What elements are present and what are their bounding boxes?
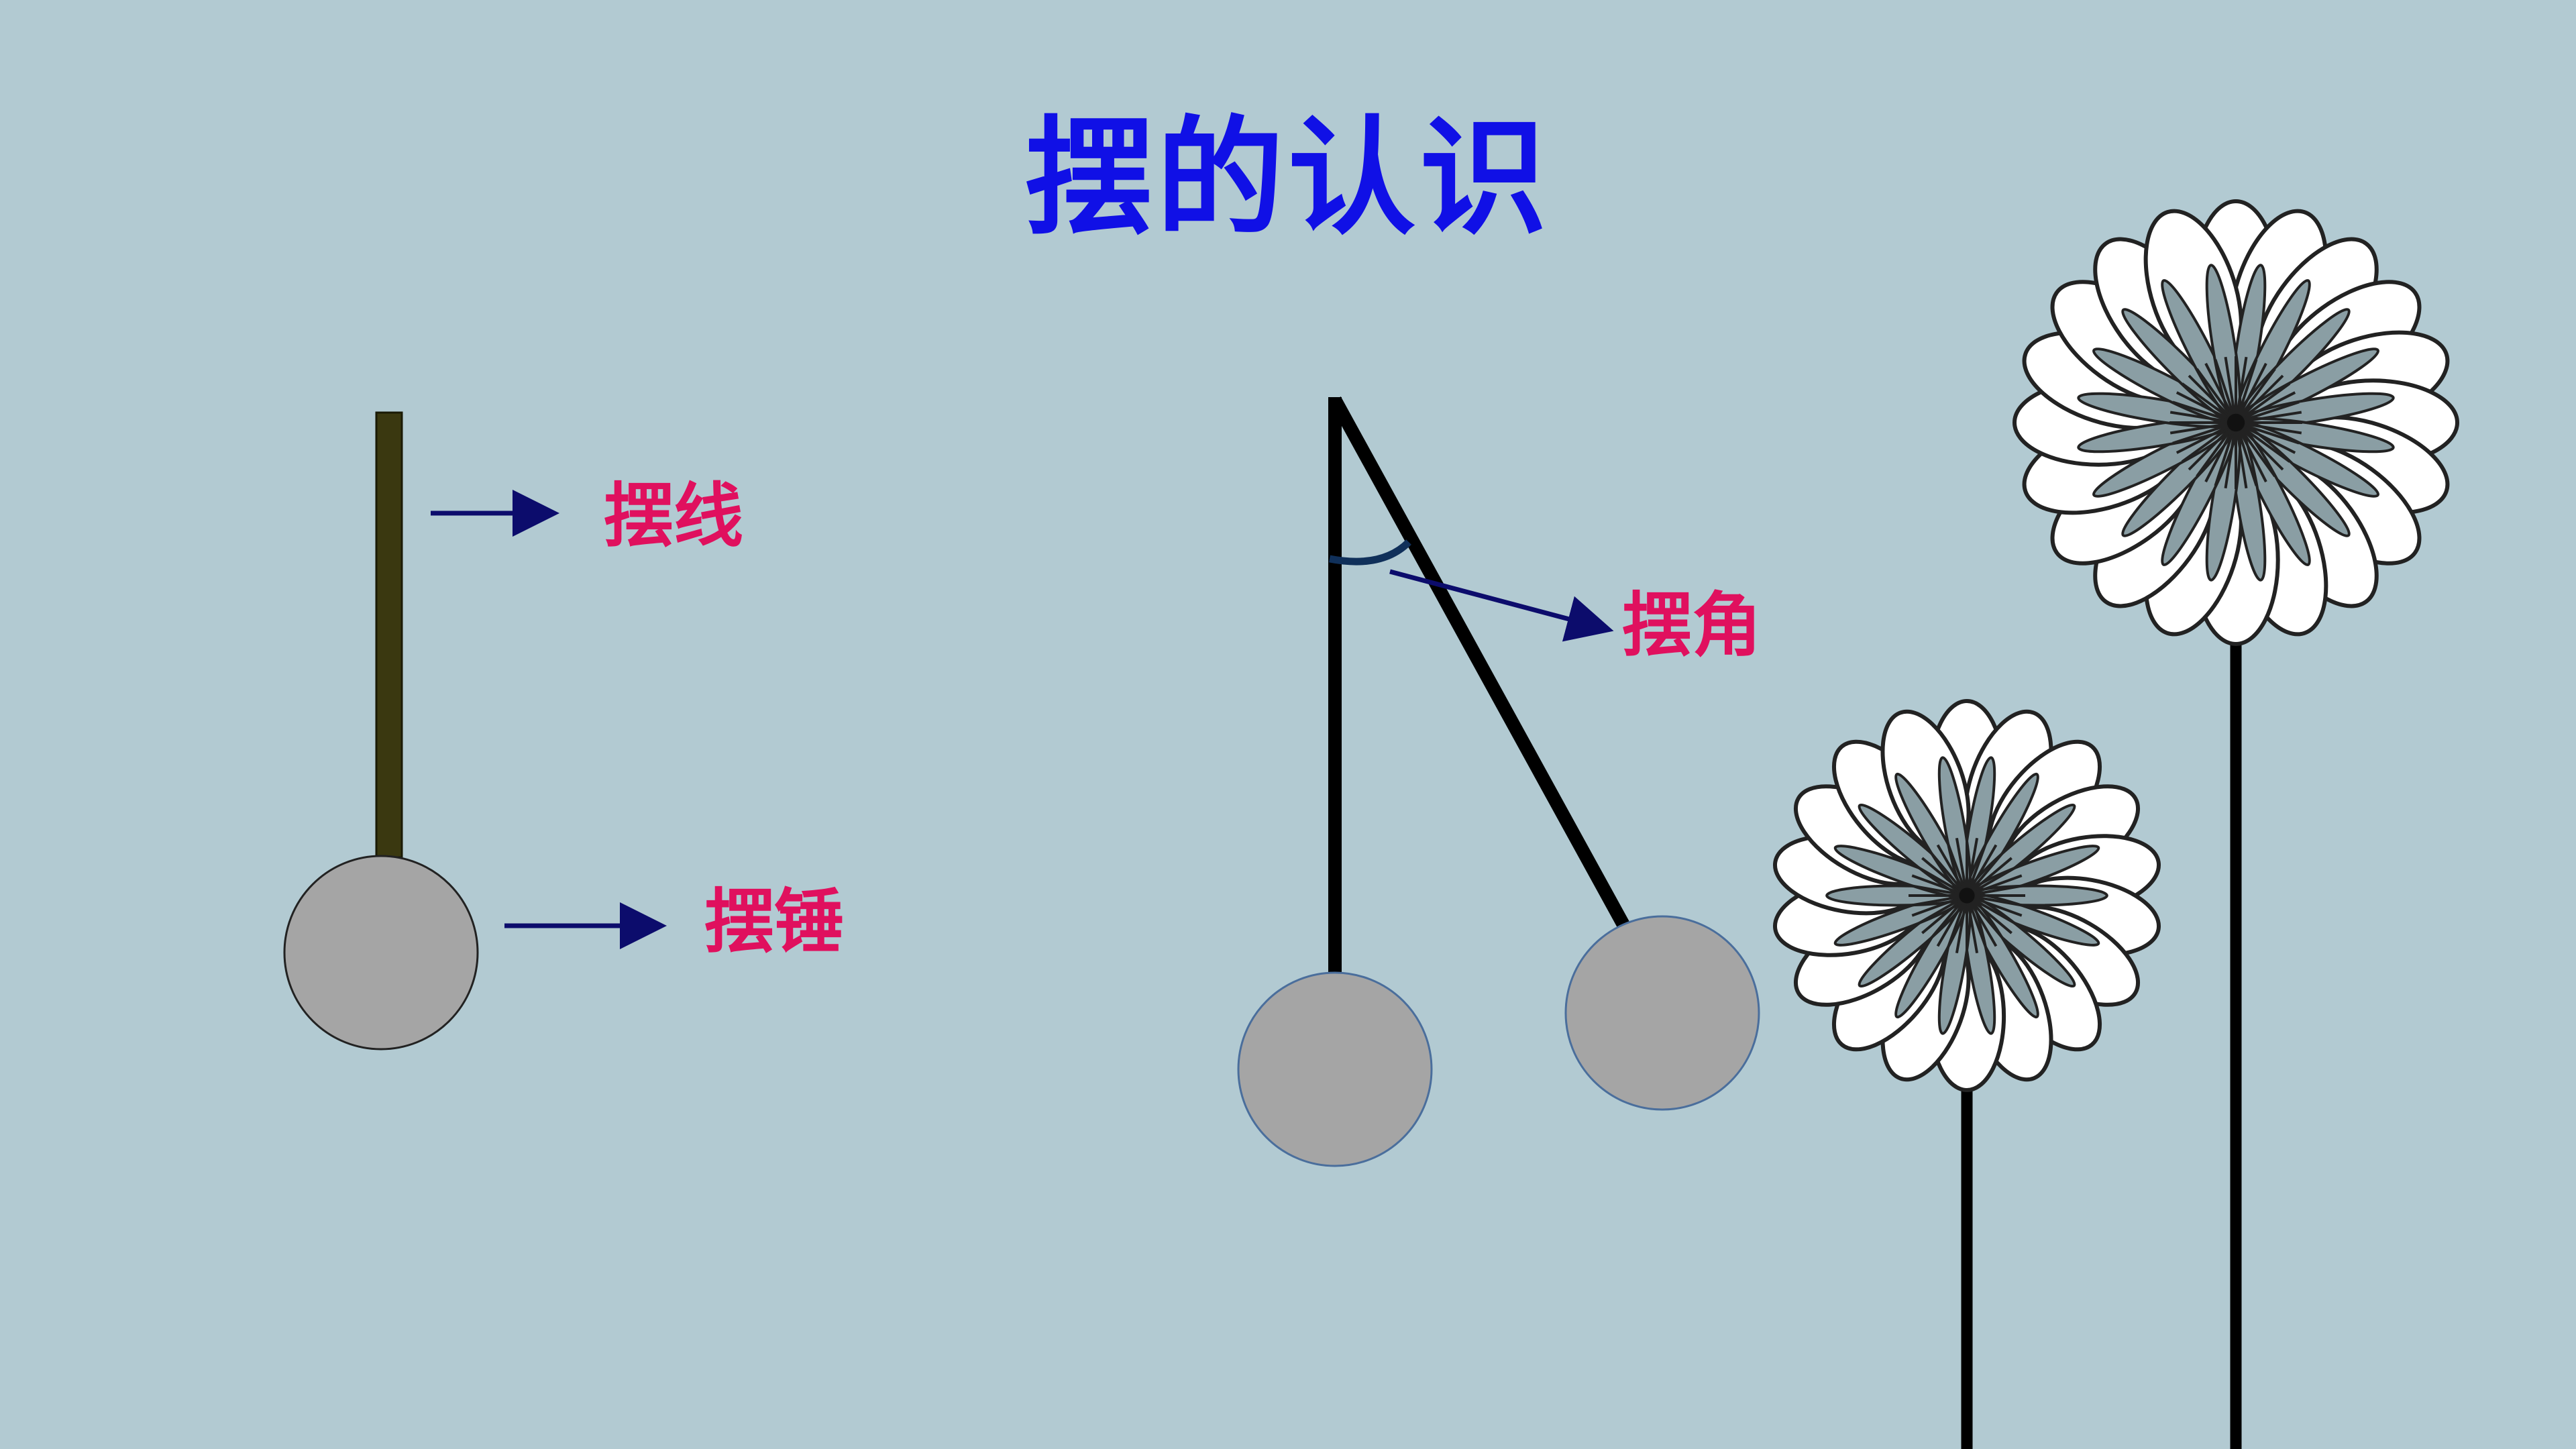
flower-center-line [1966,883,2025,897]
flower-center-line [2235,382,2291,424]
flower-center-line [1928,850,1968,897]
swung-string [1329,396,1631,930]
flower-center-line [1966,895,1988,951]
flower-center-line [2235,421,2296,454]
flower-center-line [1945,895,1968,951]
flower-center-line [2224,356,2237,423]
flower-center-line [2196,421,2237,478]
pendulum-bob [283,855,479,1051]
flower-center-line [1911,874,1968,897]
flower-center-line [2235,421,2284,471]
flower-center [2226,413,2245,432]
angle-arc [1328,539,1411,566]
flower-center-line [2235,422,2258,486]
angle-arrow [1389,569,1614,642]
flower-center-line [1921,857,1968,897]
flower-center-line [1936,844,1968,896]
flower-center-line [1966,850,2006,897]
flower-center-line [1966,894,2025,908]
flower-center-line [2176,421,2237,454]
flower-center-line [2235,422,2267,483]
flower-center-line [1966,837,1979,896]
string-label: 摆线 [604,475,743,557]
bob-at-rest [1237,971,1433,1167]
flower-center-line [2235,400,2300,424]
flower-center-line [2235,368,2276,424]
flower-center-line [2188,374,2237,424]
flower-center-line [2214,422,2237,486]
simple-pendulum: 摆线 摆锤 [283,411,844,1051]
flower-center-line [1966,857,2012,897]
flower-center-line [2235,421,2300,445]
flower-center [1959,888,1975,904]
flower-center-line [2169,421,2237,435]
flower-center-line [1966,844,1998,896]
flower-center-line [2181,421,2237,463]
flower-center-line [1966,895,1979,954]
angle-label: 摆角 [1622,584,1762,666]
flower-center-line [2235,356,2248,423]
flower-center-line [1945,840,1968,896]
flower-center-line [2214,359,2237,423]
flower-center-line [2172,421,2237,445]
flower-center-line [2235,411,2302,424]
flower-center-line [2181,382,2237,424]
flower-center-line [2204,422,2237,483]
flower-center-line [1966,894,2019,926]
flower-center-line [2169,411,2237,424]
pendulum-string [375,411,403,859]
flower-center-line [2235,422,2248,489]
flower-center-line [1966,894,2006,941]
flower-center-line [1966,874,2023,897]
daisy-flower-icon [2012,199,2459,646]
flower-center-line [2172,400,2237,424]
flower-center-line [2188,421,2237,471]
bob-swung [1564,915,1760,1111]
flower-center-line [1915,865,1968,897]
flower-center-line [1966,895,1998,947]
flower-center-line [2235,391,2296,424]
flower-center-line [1966,894,2012,934]
flower-center-line [1966,894,2023,917]
slide-title: 摆的认识 [1024,103,1551,252]
decorative-flowers [1772,199,2459,1449]
flower-center-line [1921,894,1968,934]
flower-center-line [1911,894,1968,917]
flower-center-line [1909,883,1968,897]
flower-center-line [2235,421,2302,435]
flower-center-line [2235,359,2258,423]
bob-label: 摆锤 [704,881,844,963]
flower-center-line [1966,865,2019,897]
flower-center-line [1936,895,1968,947]
daisy-flower-icon [1772,699,2161,1092]
flower-center-line [2224,422,2237,489]
flower-center-line [2235,374,2284,424]
flower-center-line [2235,421,2276,478]
flower-center-line [1909,894,1968,908]
flower-center-line [1966,840,1988,896]
flower-center-line [1928,894,1968,941]
flower-center-line [2235,421,2291,463]
flower-center-line [1915,894,1968,926]
flower-center-line [1955,837,1968,896]
flower-center-line [2196,368,2237,424]
flower-center-line [2204,362,2237,423]
flower-center-line [2235,362,2267,423]
flower-center-line [2176,391,2237,424]
flower-center-line [1955,895,1968,954]
swing-angle-pendulum: 摆角 [1237,396,1762,1167]
